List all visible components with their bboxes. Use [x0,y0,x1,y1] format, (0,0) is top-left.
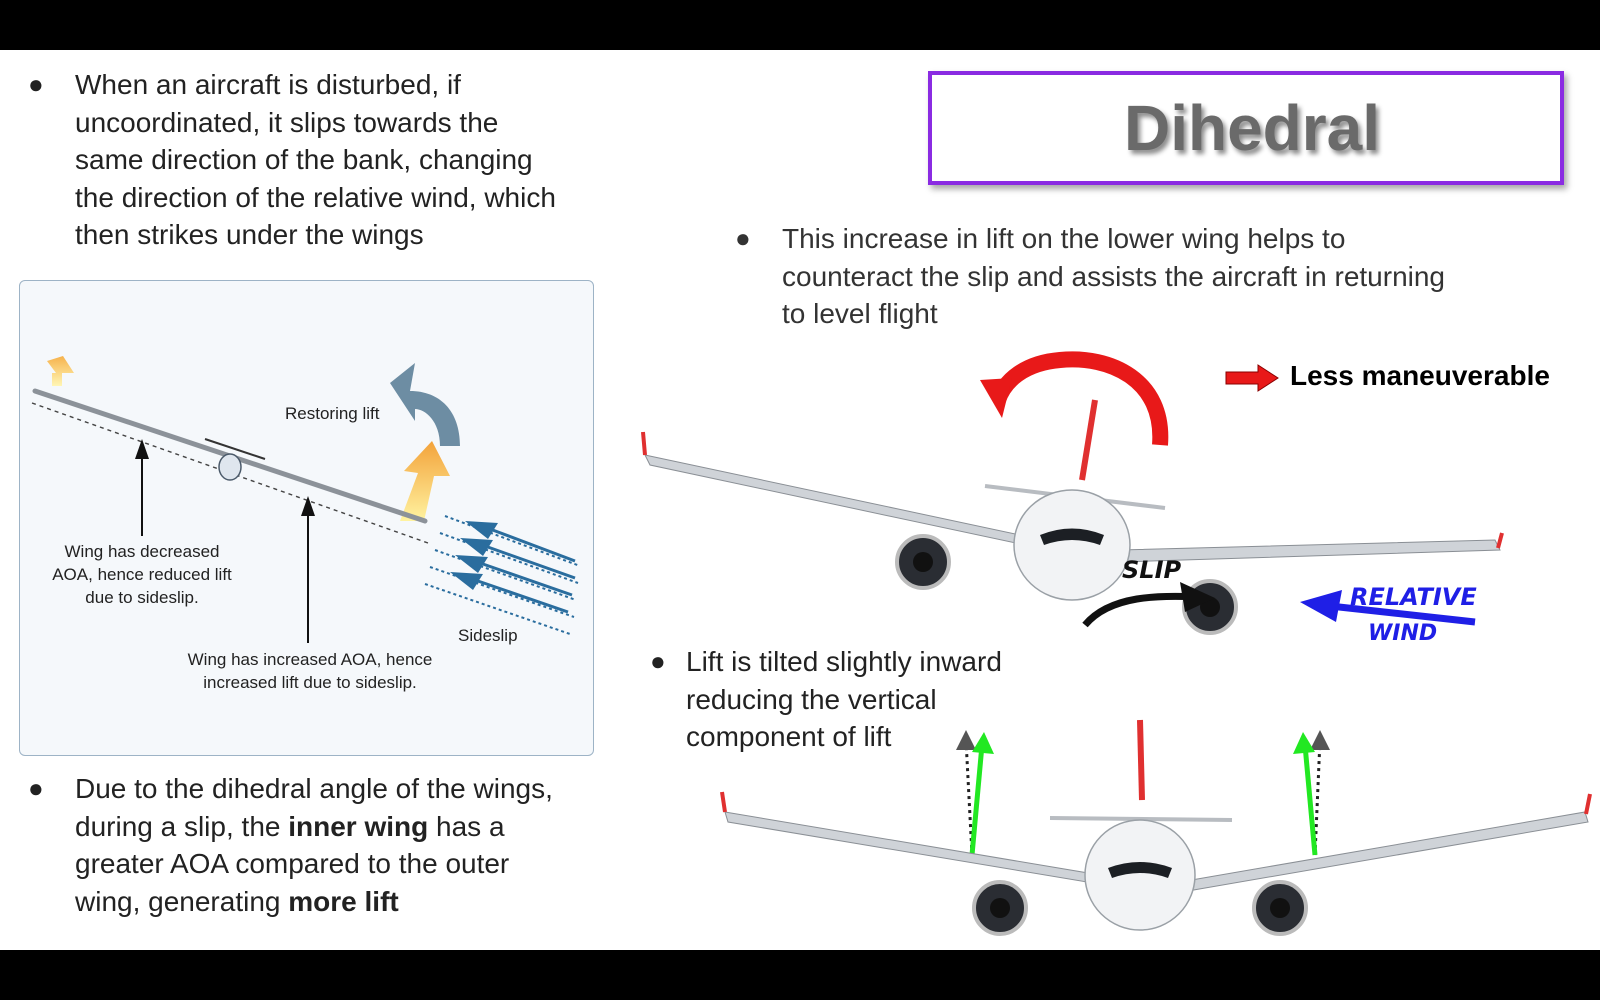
decreased-aoa-label: Wing has decreased [65,542,220,561]
bullet-line: component of lift [686,721,892,752]
right-wing [1179,811,1589,893]
arrow-head-icon [301,496,315,516]
bullet-line: to level flight [782,298,938,329]
small-lift-arrow-icon [47,356,74,386]
rotation-arrow-icon [990,351,1169,446]
fuselage-front-icon [1013,489,1131,601]
left-wing [724,811,1106,886]
engine-hub-icon [1270,898,1290,918]
cockpit-windows-icon [1108,862,1172,878]
decreased-aoa-label: AOA, hence reduced lift [52,565,232,584]
text-segment: wing, generating [75,885,289,917]
vertical-lift-dotted-right [1313,739,1322,856]
aircraft-level-illustration [720,719,1592,936]
bullet-line: When an aircraft is disturbed, if [75,69,461,100]
cockpit-windows-icon [1040,528,1104,545]
sideslip-arrowheads-icon [450,521,498,590]
vertical-lift-dotted-left [964,739,974,856]
bullet-line: This increase in lift on the lower wing … [782,223,1346,254]
sideslip-label: Sideslip [458,626,518,645]
decreased-aoa-label: due to sideslip. [85,588,198,607]
bullet-lift-tilted: ● Lift is tilted slightly inward reducin… [650,643,1070,763]
bullet-line: greater AOA compared to the outer [75,848,510,879]
winglet-right [1584,793,1592,815]
bullet-line: the direction of the relative wind, whic… [75,181,556,213]
arrow-head-icon [135,439,149,459]
bullet-line: uncoordinated, it slips towards the [75,106,499,138]
bullet-dot: ● [650,646,666,676]
bullet-line: wing, generating more lift [75,883,553,921]
bullet-dot: ● [28,773,44,803]
winglet-right [1496,532,1504,549]
restoring-lift-label: Restoring lift [285,404,380,423]
bullet-dot: ● [28,69,44,99]
rotation-arrowhead-icon [980,378,1012,418]
less-maneuverable-label: Less maneuverable [1290,360,1550,391]
restoring-curve-arrow-icon [390,363,460,446]
title-box: Dihedral [928,71,1564,185]
lift-arrowhead-right-icon [1293,732,1315,754]
left-wing [644,454,1026,546]
large-lift-arrow-icon [400,441,450,521]
tail-fin [1137,719,1145,801]
bullet-line: same direction of the bank, changing [75,144,533,175]
fuselage-icon [218,453,242,481]
bullet-dihedral-angle: ● Due to the dihedral angle of the wings… [28,770,628,930]
bullet-line: reducing the vertical [686,683,937,715]
tail-line [204,438,266,460]
engine-hub-icon [990,898,1010,918]
fuselage-front-icon [1084,819,1196,931]
bullet-dot: ● [735,223,751,253]
slip-label: SLIP [1122,556,1182,584]
bullet-restoring: ● This increase in lift on the lower win… [735,220,1555,340]
sideslip-diagram-svg: Restoring lift Wing has decreased AOA, h… [31,356,581,692]
bullet-slip-description: ● When an aircraft is disturbed, if unco… [28,66,628,256]
bullet-text: This increase in lift on the lower wing … [782,220,1445,333]
arrow-head-icon [956,730,976,750]
increased-aoa-label: increased lift due to sideslip. [203,673,417,692]
text-segment: has a [428,810,505,842]
page-title: Dihedral [1123,92,1381,164]
bullet-line: counteract the slip and assists the airc… [782,260,1446,292]
aircraft-banked-illustration: SLIP RELATIVE WIND [641,351,1504,640]
red-arrow-icon [1225,364,1279,392]
inner-wing-emphasis: inner wing [288,810,429,842]
slide: ● When an aircraft is disturbed, if unco… [0,50,1600,950]
sideslip-arrows [474,527,576,614]
arrow-head-icon [1310,730,1330,750]
bullet-line: then strikes under the wings [75,219,424,250]
lift-arrowhead-left-icon [972,732,994,754]
text-segment: during a slip, the [75,810,289,842]
relative-label: RELATIVE [1350,583,1477,611]
lift-vector-left [969,744,985,856]
wind-label: WIND [1368,621,1437,640]
horizontal-stabilizer [1049,816,1233,822]
bullet-line: during a slip, the inner wing has a [75,808,553,846]
bullet-line: Due to the dihedral angle of the wings, [75,773,553,804]
bullet-text: Lift is tilted slightly inward reducing … [686,643,1002,756]
lift-vector-right [1302,744,1318,856]
relative-wind-arrow-line [1329,602,1476,626]
winglet-left [641,431,647,456]
bullet-text: When an aircraft is disturbed, if uncoor… [75,66,556,254]
bullet-line: Lift is tilted slightly inward [686,646,1002,677]
winglet-left [720,791,727,813]
more-lift-emphasis: more lift [288,885,399,917]
sideslip-diagram: Restoring lift Wing has decreased AOA, h… [19,280,594,756]
engine-hub-icon [913,552,933,572]
tail-fin [1079,399,1098,481]
sideslip-dotted-lines [424,515,581,635]
relative-wind-arrowhead-icon [1300,590,1342,622]
slip-arrowhead-icon [1180,582,1215,612]
increased-aoa-label: Wing has increased AOA, hence [188,650,433,669]
bullet-text: Due to the dihedral angle of the wings, … [75,770,553,920]
